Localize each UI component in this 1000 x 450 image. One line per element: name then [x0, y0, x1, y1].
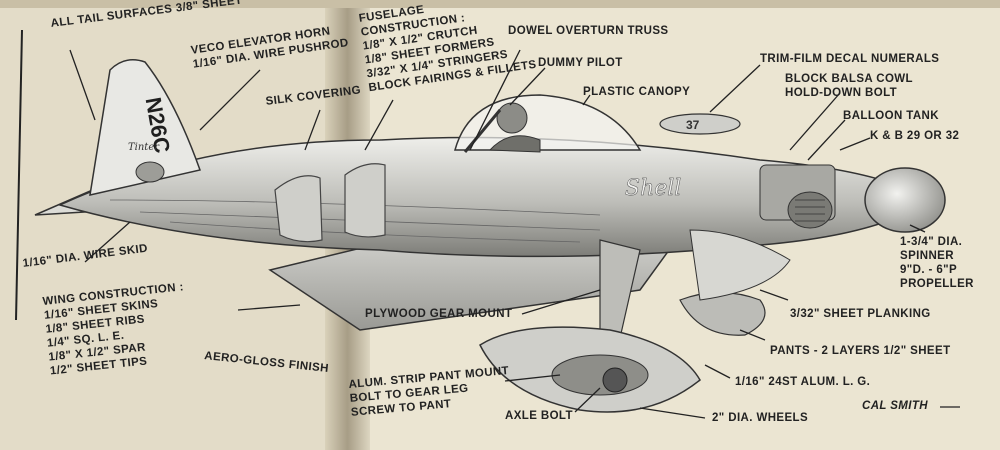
label-balloon-tank: BALLOON TANK — [843, 110, 939, 122]
rear-cutaway-formers — [274, 163, 386, 243]
label-alum-landing-gear: 1/16" 24ST ALUM. L. G. — [735, 376, 871, 388]
label-sheet-planking: 3/32" SHEET PLANKING — [790, 308, 931, 320]
wheel-pant-cutaway — [551, 354, 649, 396]
decal-number: 37 — [686, 118, 700, 132]
label-wing-construction: WING CONSTRUCTION : 1/16" SHEET SKINS 1/… — [42, 281, 185, 378]
label-spinner-propeller: 1-3/4" DIA. SPINNER 9"D. - 6"P PROPELLER — [900, 236, 974, 290]
artist-signature: CAL SMITH — [862, 400, 928, 412]
label-plywood-gear-mount: PLYWOOD GEAR MOUNT — [365, 308, 513, 320]
dummy-pilot — [488, 102, 541, 153]
label-cowl-hold-down-bolt: BLOCK BALSA COWL HOLD-DOWN BOLT — [785, 73, 913, 99]
vertical-fin — [89, 59, 201, 196]
label-axle-bolt: AXLE BOLT — [505, 410, 573, 422]
wing-planking — [689, 229, 791, 301]
dowel-truss — [463, 109, 502, 153]
label-dummy-pilot: DUMMY PILOT — [538, 57, 623, 69]
decal-roundel — [659, 113, 741, 135]
spinner — [864, 167, 946, 233]
fuselage-script: Shell — [625, 176, 681, 201]
page-top-edge — [0, 0, 1000, 8]
page-border-line — [15, 29, 23, 321]
label-dowel-overturn-truss: DOWEL OVERTURN TRUSS — [508, 25, 669, 37]
label-plastic-canopy: PLASTIC CANOPY — [583, 86, 691, 98]
engine-cutaway — [759, 164, 836, 229]
label-trim-film-decal: TRIM-FILM DECAL NUMERALS — [760, 53, 940, 65]
label-engine: K & B 29 OR 32 — [870, 130, 960, 142]
tail-skid-housing — [135, 161, 165, 183]
tail-logo: Tinter — [128, 142, 160, 153]
wheel — [602, 367, 628, 393]
label-wheels: 2" DIA. WHEELS — [712, 412, 809, 424]
leader-lines — [69, 49, 960, 419]
label-pants: PANTS - 2 LAYERS 1/2" SHEET — [770, 345, 951, 357]
